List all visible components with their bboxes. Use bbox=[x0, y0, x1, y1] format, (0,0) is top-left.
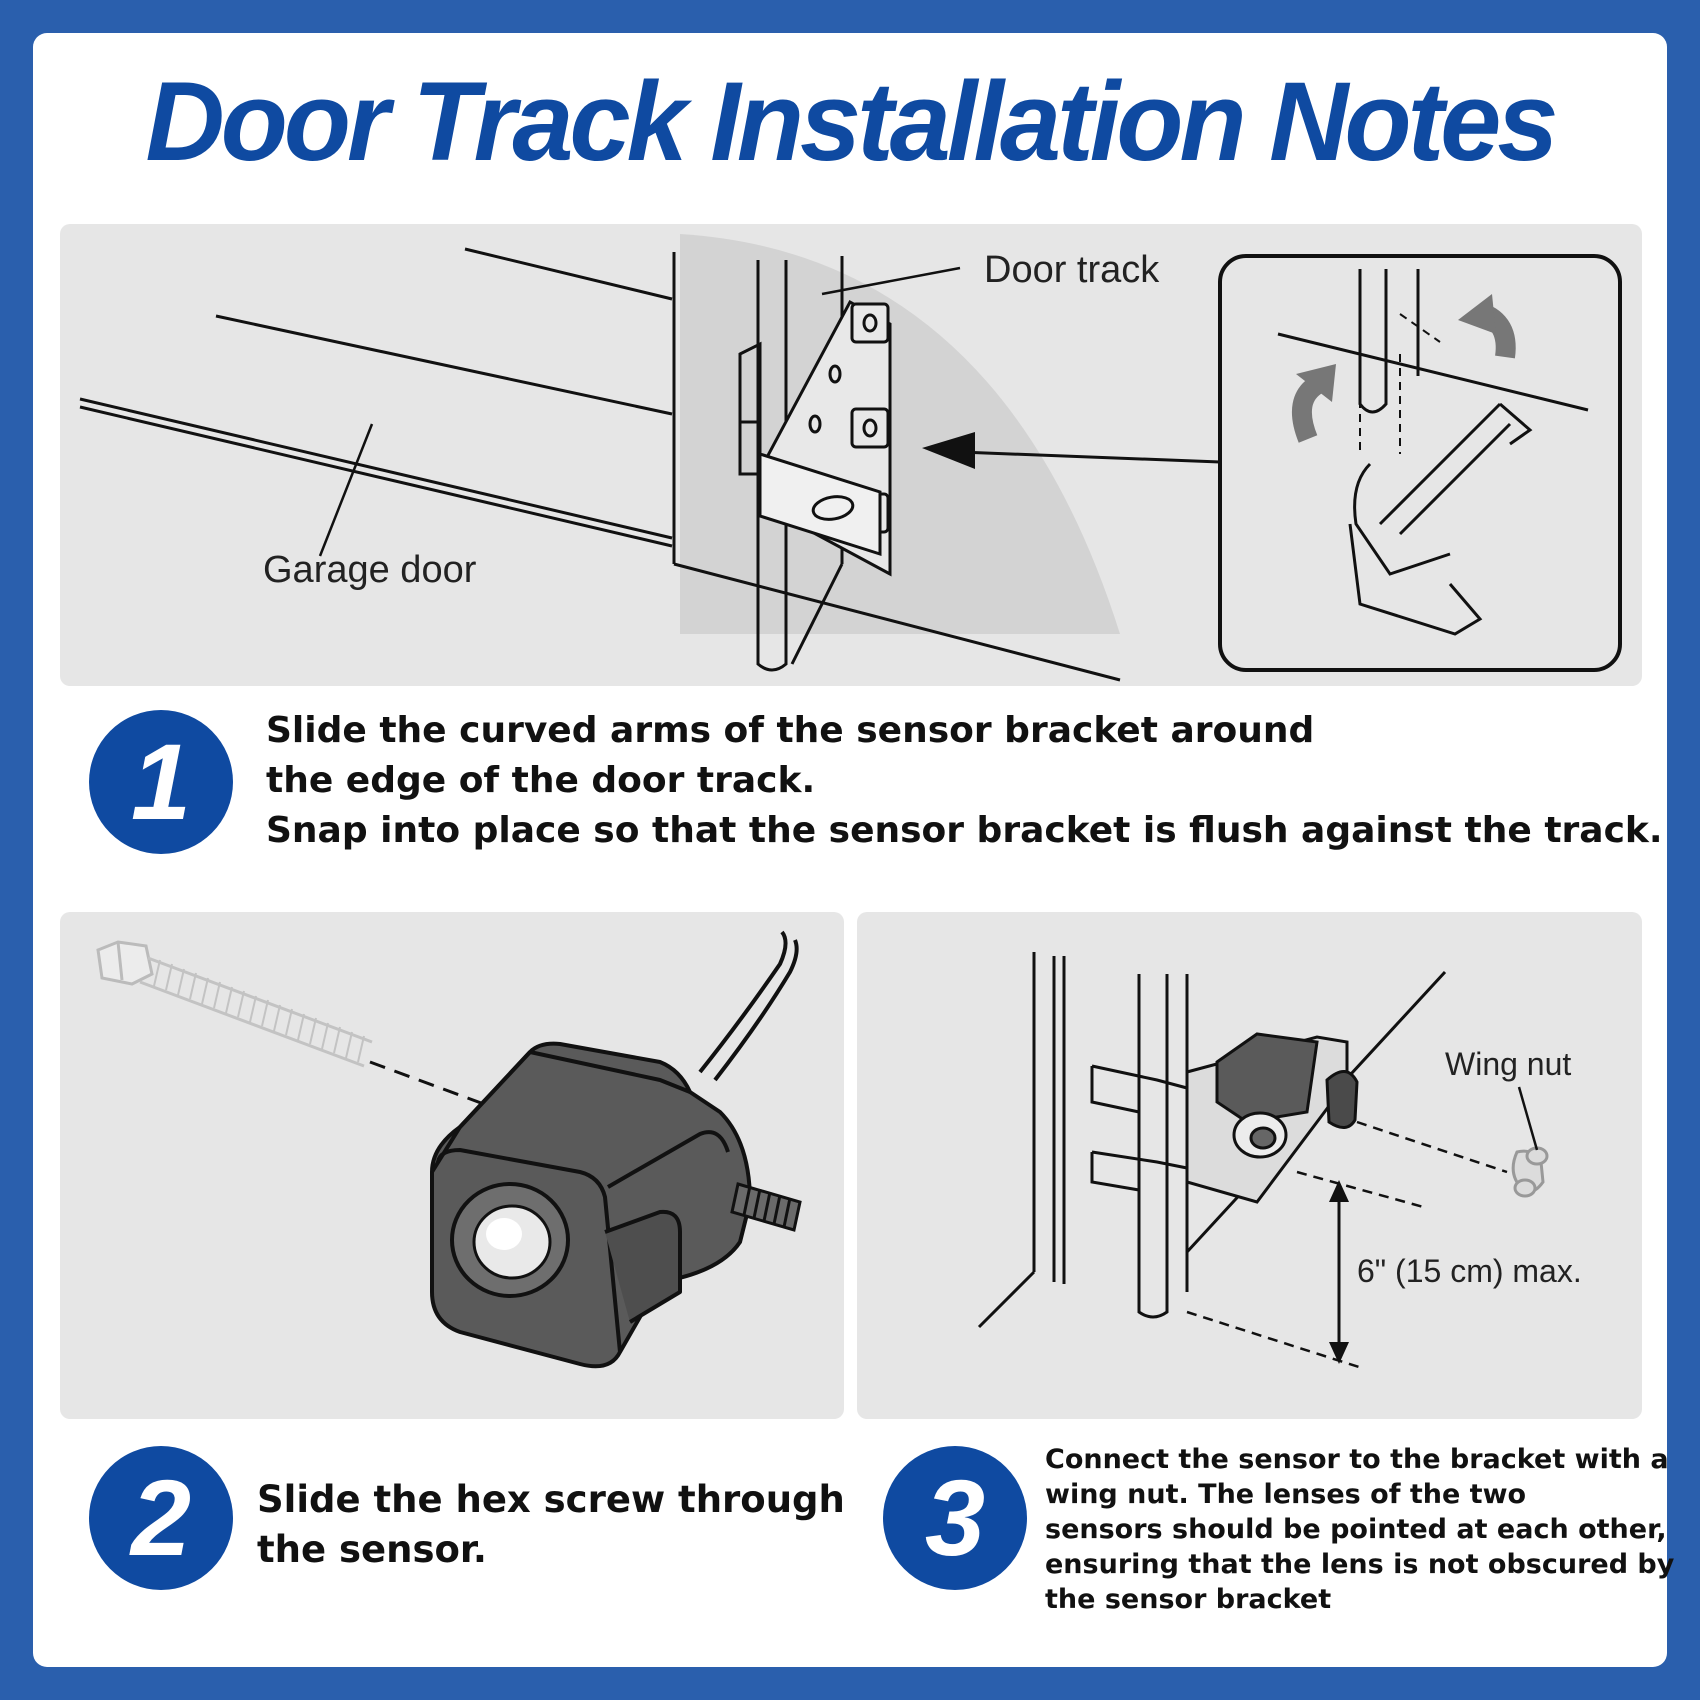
figure-hex-screw-sensor bbox=[60, 912, 844, 1419]
step-3-line: sensors should be pointed at each other, bbox=[1045, 1514, 1667, 1545]
step-3-text: Connect the sensor to the bracket with a… bbox=[1045, 1442, 1674, 1617]
step-3-line: Connect the sensor to the bracket with a bbox=[1045, 1444, 1669, 1475]
step-3-line: ensuring that the lens is not obscured b… bbox=[1045, 1549, 1675, 1580]
label-door-track: Door track bbox=[984, 249, 1160, 291]
step-3-number: 3 bbox=[883, 1446, 1027, 1590]
step-1-line: the edge of the door track. bbox=[266, 760, 816, 801]
step-1-number: 1 bbox=[89, 710, 233, 854]
sensor-screw-illustration bbox=[96, 930, 802, 1369]
label-wing-nut: Wing nut bbox=[1445, 1046, 1571, 1082]
step-2-number: 2 bbox=[89, 1446, 233, 1590]
label-max-distance: 6" (15 cm) max. bbox=[1357, 1253, 1582, 1289]
mounted-sensor-illustration: Wing nut 6" (15 cm) max. bbox=[977, 952, 1582, 1370]
figure-sensor-on-track: Wing nut 6" (15 cm) max. bbox=[857, 912, 1642, 1419]
step-1-text: Slide the curved arms of the sensor brac… bbox=[266, 706, 1663, 856]
figure-bracket-on-track: Door track Garage door bbox=[60, 224, 1642, 686]
step-2-line: Slide the hex screw through bbox=[257, 1478, 845, 1521]
step-3-line: the sensor bracket bbox=[1045, 1584, 1332, 1615]
step-2-line: the sensor. bbox=[257, 1528, 487, 1571]
page-title: Door Track Installation Notes bbox=[145, 59, 1558, 184]
step-3-line: wing nut. The lenses of the two bbox=[1045, 1479, 1527, 1510]
step-1-line: Snap into place so that the sensor brack… bbox=[266, 810, 1663, 851]
bracket-track-illustration: Door track Garage door bbox=[79, 234, 1622, 682]
step-1-line: Slide the curved arms of the sensor brac… bbox=[266, 710, 1315, 751]
label-garage-door: Garage door bbox=[263, 549, 477, 591]
step-2-text: Slide the hex screw through the sensor. bbox=[257, 1475, 845, 1575]
